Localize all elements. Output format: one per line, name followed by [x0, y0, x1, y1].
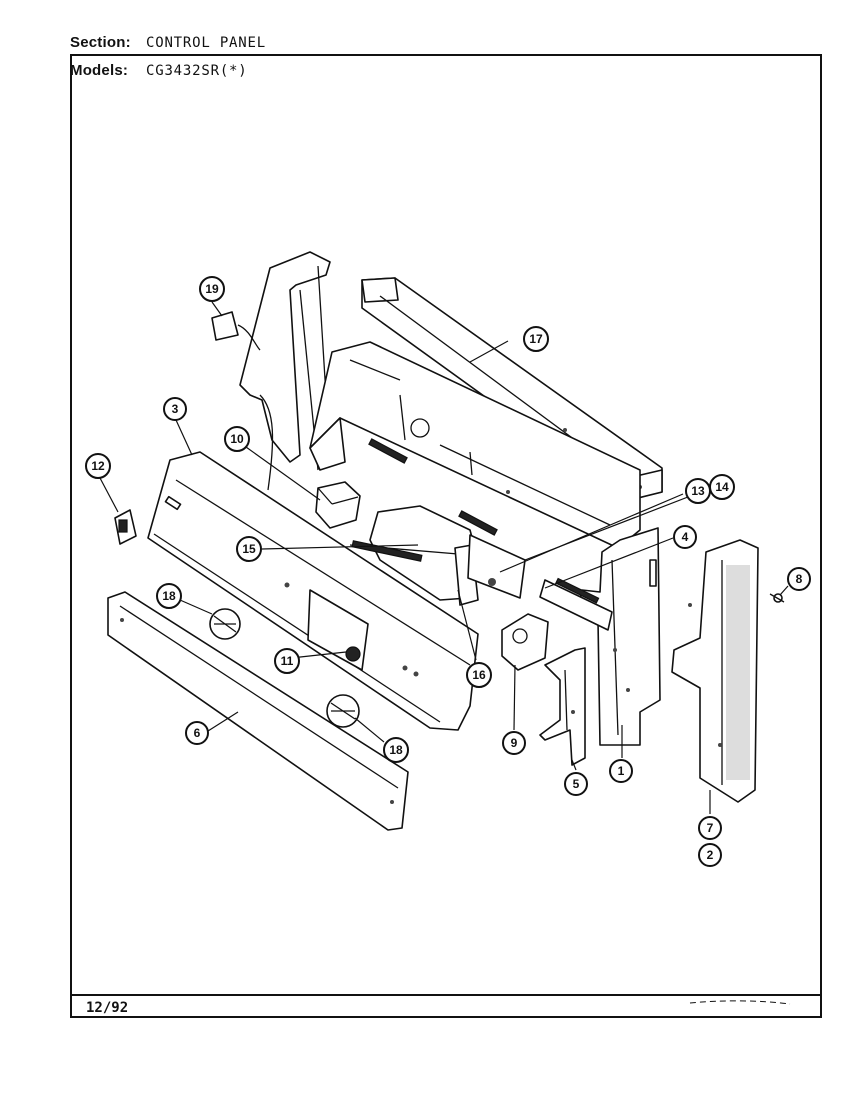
part-side-bracket — [577, 527, 661, 746]
section-heading: Section: CONTROL PANEL — [70, 34, 266, 51]
part-small-box — [315, 481, 361, 529]
svg-text:12: 12 — [91, 459, 105, 473]
part-knob-upper — [209, 608, 241, 640]
callout-7: 7 — [698, 816, 722, 840]
svg-text:13: 13 — [691, 484, 705, 498]
svg-text:15: 15 — [242, 542, 256, 556]
svg-text:5: 5 — [573, 777, 580, 791]
callout-9: 9 — [502, 731, 526, 755]
callout-18-lower: 18 — [383, 737, 409, 763]
part-trim-strip — [107, 591, 409, 831]
part-wire-channel — [211, 251, 331, 491]
callout-1: 1 — [609, 759, 633, 783]
svg-text:16: 16 — [472, 668, 486, 682]
svg-text:11: 11 — [281, 654, 294, 668]
callout-10: 10 — [224, 426, 250, 452]
part-switch — [501, 613, 549, 671]
part-slotted-bar — [539, 577, 613, 631]
diagram-frame — [70, 54, 822, 1018]
callout-18-upper: 18 — [156, 583, 182, 609]
svg-text:4: 4 — [682, 530, 689, 544]
callout-4: 4 — [673, 525, 697, 549]
part-screw — [769, 593, 785, 603]
callout-12: 12 — [85, 453, 111, 479]
models-label: Models: — [70, 62, 129, 79]
callout-6: 6 — [185, 721, 209, 745]
models-value: CG3432SR(*) — [146, 63, 248, 79]
part-small-bracket — [539, 647, 586, 766]
callout-14: 14 — [709, 474, 735, 500]
part-rear-housing — [309, 341, 641, 549]
callout-5: 5 — [564, 772, 588, 796]
callout-17: 17 — [523, 326, 549, 352]
callout-15: 15 — [236, 536, 262, 562]
revision-date: 12/92 — [86, 1000, 129, 1016]
svg-text:18: 18 — [389, 743, 403, 757]
callout-13: 13 — [685, 478, 711, 504]
svg-text:18: 18 — [162, 589, 176, 603]
svg-text:3: 3 — [172, 402, 179, 416]
footer-divider — [70, 994, 822, 996]
models-heading: Models: CG3432SR(*) — [70, 62, 248, 79]
svg-text:14: 14 — [715, 480, 729, 494]
callout-8: 8 — [787, 567, 811, 591]
callout-19: 19 — [199, 276, 225, 302]
part-knob-lower — [326, 694, 360, 728]
svg-text:8: 8 — [796, 572, 803, 586]
svg-text:2: 2 — [707, 848, 714, 862]
scan-mark — [689, 1000, 791, 1005]
part-side-trim — [671, 539, 759, 803]
svg-text:7: 7 — [707, 821, 714, 835]
callout-2: 2 — [698, 843, 722, 867]
part-small-clip — [114, 509, 137, 545]
svg-text:9: 9 — [511, 736, 518, 750]
section-label: Section: — [70, 34, 131, 51]
section-value: CONTROL PANEL — [146, 35, 266, 51]
svg-text:1: 1 — [618, 764, 625, 778]
leader-lines — [99, 301, 789, 814]
callout-3: 3 — [163, 397, 187, 421]
callout-16: 16 — [466, 662, 492, 688]
part-indicator-light — [345, 646, 361, 662]
svg-text:6: 6 — [194, 726, 201, 740]
svg-text:17: 17 — [529, 332, 543, 346]
svg-text:10: 10 — [230, 432, 244, 446]
svg-text:19: 19 — [205, 282, 219, 296]
callout-11: 11 — [274, 648, 300, 674]
